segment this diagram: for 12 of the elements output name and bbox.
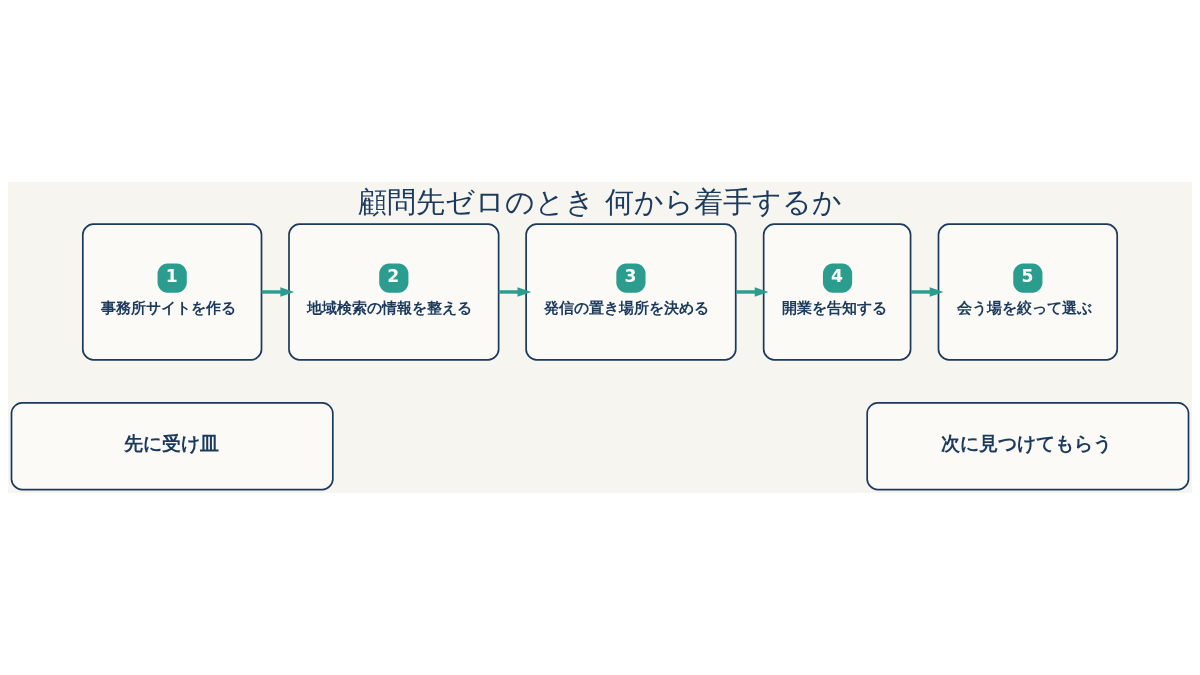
arrow xyxy=(736,287,769,297)
node-box: 1 事務所サイトを作る xyxy=(81,223,263,361)
node-box: 2 地域検索の情報を整える xyxy=(288,223,500,361)
diagram-title: 顧問先ゼロのとき 何から着手するか xyxy=(358,185,842,220)
arrow xyxy=(498,287,532,297)
node-box: 3 発信の置き場所を決める xyxy=(525,223,737,361)
node-box: 先に受け皿 xyxy=(10,401,334,491)
node-box: 5 会う場を絞って選ぶ xyxy=(937,223,1119,361)
arrow xyxy=(261,287,295,297)
node-box: 4 開業を告知する xyxy=(762,223,912,361)
node-box: 次に見つけてもらう xyxy=(866,401,1190,491)
arrow xyxy=(910,287,944,297)
